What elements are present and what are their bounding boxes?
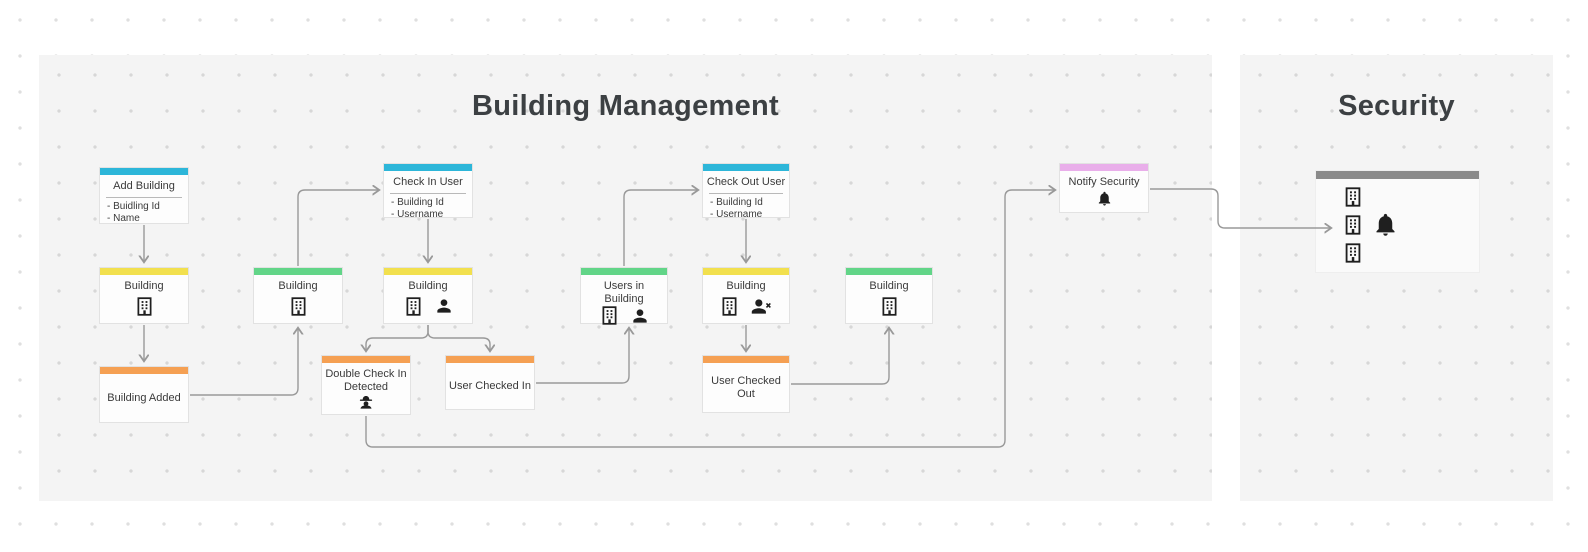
node-title: Check Out User [706,176,786,188]
user-checked-out-color-bar [703,356,789,363]
node-title: Building [124,280,164,292]
node-building-green-1[interactable]: Building [253,267,343,324]
node-attribute: - Building Id [391,196,444,208]
node-check-in-user[interactable]: Check In User - Building Id- Username [383,163,473,220]
node-attributes: - Building Id- Username [384,194,472,223]
node-icons [384,293,472,324]
detective-icon [358,394,374,410]
building-yellow-2-color-bar [384,268,472,275]
person-icon [434,296,454,316]
building-icon [719,296,740,317]
security-building-row [1342,186,1479,208]
notify-security-color-bar [1060,164,1148,171]
users-in-building-color-bar [581,268,667,275]
node-title: Building Added [107,391,181,404]
node-divider [106,196,182,198]
building-icon [599,305,620,326]
bell-icon [1372,211,1399,238]
node-icons [254,293,342,324]
user-checked-in-color-bar [446,356,534,363]
node-user-checked-in[interactable]: User Checked In [445,355,535,410]
node-title: User Checked Out [711,375,781,400]
node-title: Building [726,280,766,292]
node-attribute: - Username [710,208,763,220]
check-in-user-color-bar [384,164,472,171]
node-building-yellow-3[interactable]: Building [702,267,790,324]
node-title: Users in Building [603,280,645,305]
node-title: Check In User [393,176,463,188]
node-icons [703,293,789,324]
building-icon [403,296,424,317]
node-title: Notify Security [1068,176,1140,188]
building-added-color-bar [100,367,188,374]
node-users-in-building[interactable]: Users in Building [580,267,668,325]
node-add-building[interactable]: Add Building - Buidling Id- Name [99,167,189,224]
node-title: Building [278,280,318,292]
node-notify-security[interactable]: Notify Security [1059,163,1149,213]
node-double-check-in-detected[interactable]: Double Check In Detected [321,355,411,415]
double-check-in-detected-color-bar [322,356,410,363]
node-user-checked-out[interactable]: User Checked Out [702,355,790,413]
node-title: Double Check In Detected [325,368,407,393]
check-out-user-color-bar [703,164,789,171]
node-building-yellow-2[interactable]: Building [383,267,473,324]
node-attribute: - Building Id [710,196,763,208]
building-icon [134,296,155,317]
node-title: Building [408,280,448,292]
node-title: Building [869,280,909,292]
building-icon [1342,242,1364,264]
person-x-icon [750,295,773,318]
security-building-row [1342,211,1479,238]
panel-security: Security [1240,55,1553,501]
node-icons [846,293,932,324]
node-icons [1060,189,1148,213]
node-attributes: - Buidling Id- Name [100,198,188,227]
building-green-1-color-bar [254,268,342,275]
node-building-yellow-1[interactable]: Building [99,267,189,324]
bell-icon [1096,190,1113,207]
node-building-added[interactable]: Building Added [99,366,189,423]
panel-building-management-title: Building Management [472,90,779,122]
building-yellow-1-color-bar [100,268,188,275]
add-building-color-bar [100,168,188,175]
person-icon [630,306,650,326]
building-green-2-color-bar [846,268,932,275]
security-building-row [1342,242,1479,264]
node-check-out-user[interactable]: Check Out User - Building Id- Username [702,163,790,220]
node-attribute: - Name [107,212,140,224]
security-building-rows [1316,179,1479,272]
node-building-green-2[interactable]: Building [845,267,933,324]
building-icon [1342,186,1364,208]
node-icons [581,305,667,329]
node-attribute: - Buidling Id [107,200,160,212]
building-icon [1342,214,1364,236]
node-attributes: - Building Id- Username [703,194,789,223]
building-icon [288,296,309,317]
building-yellow-3-color-bar [703,268,789,275]
security-building-list-color-bar [1316,171,1479,179]
node-attribute: - Username [391,208,444,220]
node-title: User Checked In [449,379,531,392]
node-icons [322,393,410,414]
node-icons [100,293,188,324]
node-security-building-list[interactable] [1315,170,1480,273]
panel-security-title: Security [1338,90,1455,122]
node-title: Add Building [113,180,175,192]
building-icon [879,296,900,317]
